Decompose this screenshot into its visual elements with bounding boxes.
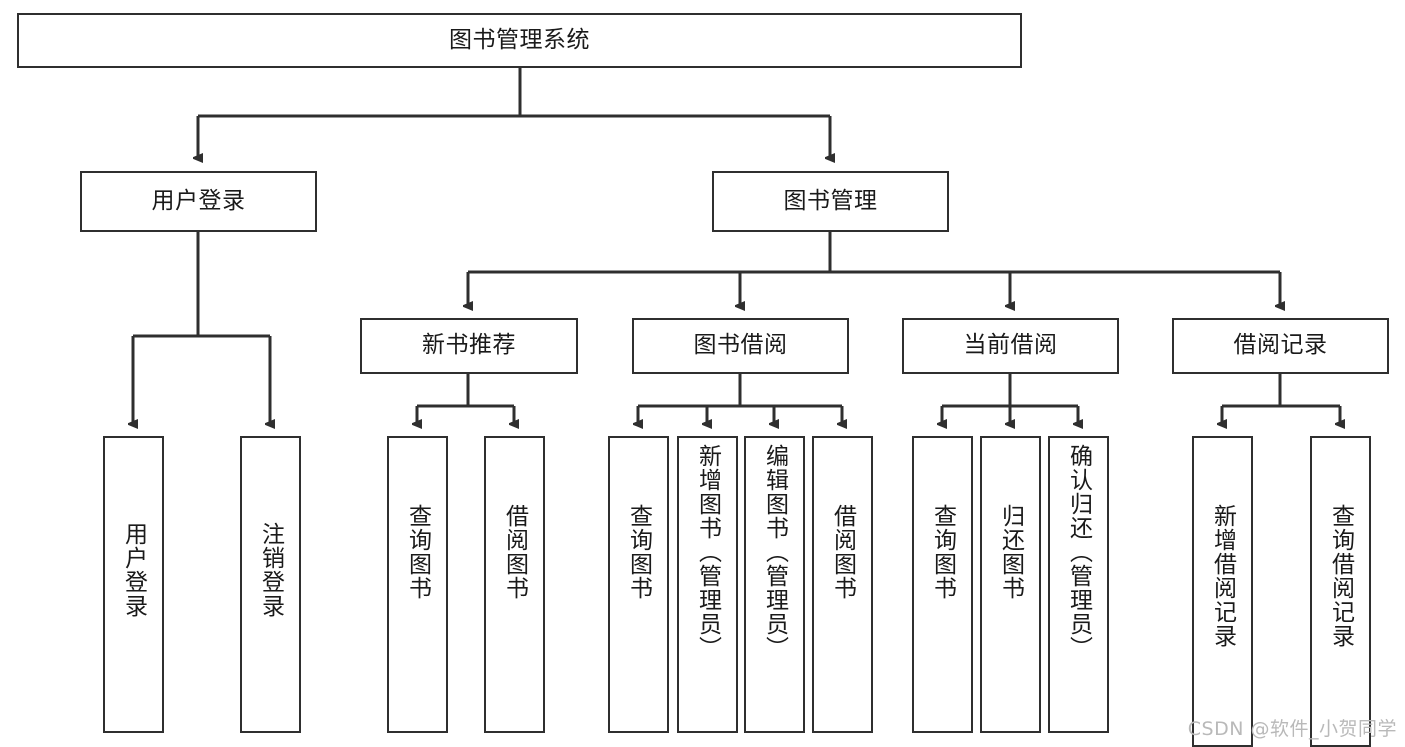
- node-leaf-add-book-label: 新增图书（管理员）: [694, 444, 721, 660]
- node-leaf-borrow-book-2[interactable]: 借阅图书: [812, 436, 873, 733]
- node-book-borrow-label: 图书借阅: [693, 332, 788, 359]
- node-new-book-recommend[interactable]: 新书推荐: [360, 318, 578, 374]
- node-leaf-logout-login[interactable]: 注销登录: [240, 436, 301, 733]
- node-leaf-edit-book-label: 编辑图书（管理员）: [761, 444, 788, 660]
- node-borrow-record-label: 借阅记录: [1233, 332, 1328, 359]
- node-leaf-borrow-book-1-label: 借阅图书: [501, 504, 528, 600]
- node-root-label: 图书管理系统: [449, 26, 590, 53]
- node-leaf-confirm-return-label: 确认归还（管理员）: [1065, 444, 1092, 660]
- node-root[interactable]: 图书管理系统: [17, 13, 1022, 68]
- node-leaf-query-book-2[interactable]: 查询图书: [608, 436, 669, 733]
- node-borrow-record[interactable]: 借阅记录: [1172, 318, 1389, 374]
- csdn-watermark: CSDN @软件_小贺同学: [1187, 718, 1397, 740]
- node-leaf-return-book[interactable]: 归还图书: [980, 436, 1041, 733]
- node-current-borrow[interactable]: 当前借阅: [902, 318, 1119, 374]
- node-leaf-query-book-1-label: 查询图书: [404, 504, 431, 600]
- node-leaf-confirm-return[interactable]: 确认归还（管理员）: [1048, 436, 1109, 733]
- node-current-borrow-label: 当前借阅: [963, 332, 1058, 359]
- node-leaf-user-login-label: 用户登录: [120, 522, 147, 618]
- node-book-management[interactable]: 图书管理: [712, 171, 949, 232]
- node-new-book-recommend-label: 新书推荐: [422, 332, 516, 359]
- node-leaf-query-borrow-record-label: 查询借阅记录: [1327, 504, 1354, 648]
- node-leaf-return-book-label: 归还图书: [997, 504, 1024, 600]
- node-user-login-label: 用户登录: [151, 187, 246, 214]
- node-leaf-query-book-1[interactable]: 查询图书: [387, 436, 448, 733]
- node-leaf-logout-login-label: 注销登录: [257, 522, 284, 618]
- node-user-login[interactable]: 用户登录: [80, 171, 317, 232]
- node-leaf-query-borrow-record[interactable]: 查询借阅记录: [1310, 436, 1371, 747]
- node-leaf-edit-book[interactable]: 编辑图书（管理员）: [744, 436, 805, 733]
- node-leaf-add-book[interactable]: 新增图书（管理员）: [677, 436, 738, 733]
- node-leaf-add-borrow-record-label: 新增借阅记录: [1209, 504, 1236, 648]
- node-leaf-user-login[interactable]: 用户登录: [103, 436, 164, 733]
- node-book-management-label: 图书管理: [783, 187, 878, 214]
- node-book-borrow[interactable]: 图书借阅: [632, 318, 849, 374]
- node-leaf-query-book-3[interactable]: 查询图书: [912, 436, 973, 733]
- node-leaf-query-book-2-label: 查询图书: [625, 504, 652, 600]
- node-leaf-borrow-book-1[interactable]: 借阅图书: [484, 436, 545, 733]
- node-leaf-borrow-book-2-label: 借阅图书: [829, 504, 856, 600]
- node-leaf-query-book-3-label: 查询图书: [929, 504, 956, 600]
- node-leaf-add-borrow-record[interactable]: 新增借阅记录: [1192, 436, 1253, 747]
